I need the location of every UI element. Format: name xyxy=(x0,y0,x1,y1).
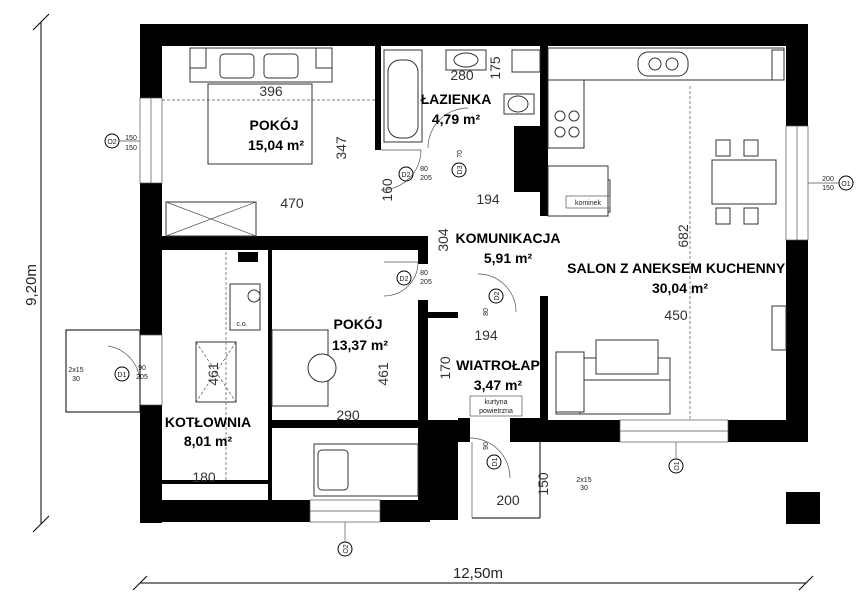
room-dimensions: 396 347 470 280 175 160 194 304 682 450 … xyxy=(192,56,691,508)
svg-text:O2: O2 xyxy=(107,139,116,146)
bathroom-area: 4,79 m² xyxy=(432,111,481,127)
bed2-width: 290 xyxy=(336,407,360,423)
bedroom2-furniture xyxy=(271,329,419,497)
living-width: 450 xyxy=(664,307,688,323)
bedroom2-area: 13,37 m² xyxy=(332,337,388,353)
living-area: 30,04 m² xyxy=(652,280,708,296)
opening-tags: O2 150 150 O1 200 150 O1 O2 D2 80 205 D3… xyxy=(68,133,854,557)
svg-text:150: 150 xyxy=(822,185,834,192)
boiler-width: 180 xyxy=(192,469,216,485)
boiler-depth: 461 xyxy=(205,362,221,386)
svg-text:D1: D1 xyxy=(118,372,127,379)
svg-text:D3: D3 xyxy=(457,165,464,174)
svg-text:90: 90 xyxy=(483,442,490,450)
bed1-width: 396 xyxy=(259,83,283,99)
hall-name: KOMUNIKACJA xyxy=(456,230,561,246)
walls xyxy=(140,24,820,524)
vest-width: 194 xyxy=(474,327,498,343)
living-furniture xyxy=(555,86,787,420)
bedroom1-area: 15,04 m² xyxy=(248,137,304,153)
svg-text:O2: O2 xyxy=(343,544,350,553)
svg-text:90: 90 xyxy=(138,365,146,372)
bed1-bottom: 470 xyxy=(280,195,304,211)
vest-depth: 170 xyxy=(437,356,453,380)
svg-text:150: 150 xyxy=(125,145,137,152)
svg-text:2x15: 2x15 xyxy=(68,367,83,374)
porch-width: 200 xyxy=(496,492,520,508)
svg-text:80: 80 xyxy=(420,270,428,277)
svg-text:150: 150 xyxy=(125,135,137,142)
svg-text:200: 200 xyxy=(822,176,834,183)
room-labels: POKÓJ 15,04 m² ŁAZIENKA 4,79 m² KOMUNIKA… xyxy=(165,91,797,449)
bath-side: 175 xyxy=(487,56,503,80)
bath-width: 280 xyxy=(450,67,474,83)
hall-small: 160 xyxy=(379,178,395,202)
boiler-area: 8,01 m² xyxy=(184,433,233,449)
living-depth: 682 xyxy=(675,224,691,248)
total-height-label: 9,20m xyxy=(23,264,40,306)
porch-depth: 150 xyxy=(535,472,551,496)
total-width-label: 12,50m xyxy=(453,565,503,582)
svg-text:D2: D2 xyxy=(494,291,501,300)
boiler-name: KOTŁOWNIA xyxy=(165,414,251,430)
svg-text:70: 70 xyxy=(457,150,464,158)
svg-text:O1: O1 xyxy=(674,461,681,470)
dimension-lines xyxy=(32,13,814,591)
svg-text:2x15: 2x15 xyxy=(576,477,591,484)
svg-text:205: 205 xyxy=(420,175,432,182)
bedroom1-furniture xyxy=(162,47,375,237)
boiler-room-fixtures xyxy=(195,252,261,480)
hall-area: 5,91 m² xyxy=(484,250,533,266)
svg-text:80: 80 xyxy=(483,308,490,316)
bedroom2-name: POKÓJ xyxy=(333,315,382,332)
svg-text:80: 80 xyxy=(420,166,428,173)
bathroom-name: ŁAZIENKA xyxy=(421,91,492,107)
bed1-depth: 347 xyxy=(333,136,349,160)
vestibule-area: 3,47 m² xyxy=(474,377,523,393)
hall-depth: 304 xyxy=(435,228,451,252)
vestibule-name: WIATROŁAP xyxy=(456,357,540,373)
porches xyxy=(65,329,541,519)
bathroom-fixtures xyxy=(383,49,541,143)
svg-text:205: 205 xyxy=(420,279,432,286)
living-name: SALON Z ANEKSEM KUCHENNYM xyxy=(567,260,797,276)
svg-text:c.o.: c.o. xyxy=(236,321,247,328)
bedroom1-name: POKÓJ xyxy=(249,116,298,133)
svg-text:D2: D2 xyxy=(400,276,409,283)
svg-text:kurtyna: kurtyna xyxy=(485,399,508,406)
svg-text:D2: D2 xyxy=(402,172,411,179)
hall-width: 194 xyxy=(476,191,500,207)
svg-text:kominek: kominek xyxy=(575,200,602,207)
svg-text:30: 30 xyxy=(580,485,588,492)
bed2-depth: 461 xyxy=(375,362,391,386)
svg-text:powietrzna: powietrzna xyxy=(479,408,513,415)
svg-text:D1: D1 xyxy=(492,457,499,466)
svg-text:O1: O1 xyxy=(841,181,850,188)
svg-text:205: 205 xyxy=(136,374,148,381)
kitchen-fixtures xyxy=(547,47,785,225)
svg-text:30: 30 xyxy=(72,376,80,383)
